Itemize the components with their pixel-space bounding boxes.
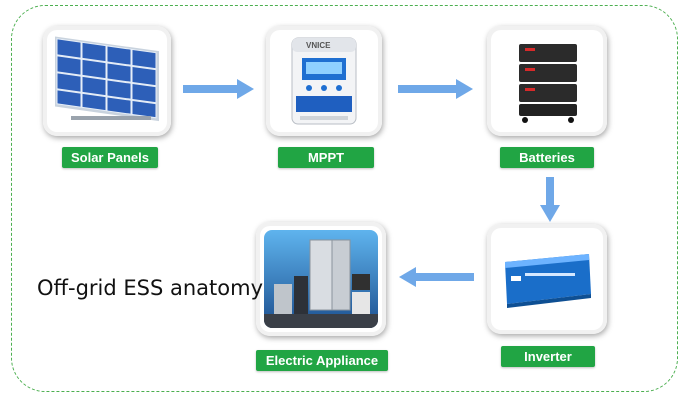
home-appliances-icon <box>264 230 378 328</box>
dashed-frame <box>11 5 678 392</box>
solar-panels-card <box>43 26 171 136</box>
mppt-card: VNICE <box>266 26 382 136</box>
diagram-caption: Off-grid ESS anatomy <box>37 276 263 300</box>
batteries-card <box>487 26 607 136</box>
inverter-label: Inverter <box>501 346 595 367</box>
solar-panels-label: Solar Panels <box>62 147 158 168</box>
arrow-batteries-to-inverter <box>540 177 560 222</box>
batteries-label: Batteries <box>500 147 594 168</box>
mppt-label: MPPT <box>278 147 374 168</box>
appliance-card <box>256 222 386 336</box>
mppt-controller-icon: VNICE <box>274 34 374 128</box>
inverter-icon <box>495 232 599 326</box>
inverter-card <box>487 224 607 334</box>
arrow-mppt-to-batteries <box>398 79 473 99</box>
solar-panel-icon <box>51 34 163 128</box>
arrow-inverter-to-appliance <box>399 267 474 287</box>
battery-rack-icon <box>495 34 599 128</box>
mppt-brand-text: VNICE <box>306 41 331 50</box>
arrow-solar-to-mppt <box>183 79 254 99</box>
electric-appliance-label: Electric Appliance <box>256 350 388 371</box>
